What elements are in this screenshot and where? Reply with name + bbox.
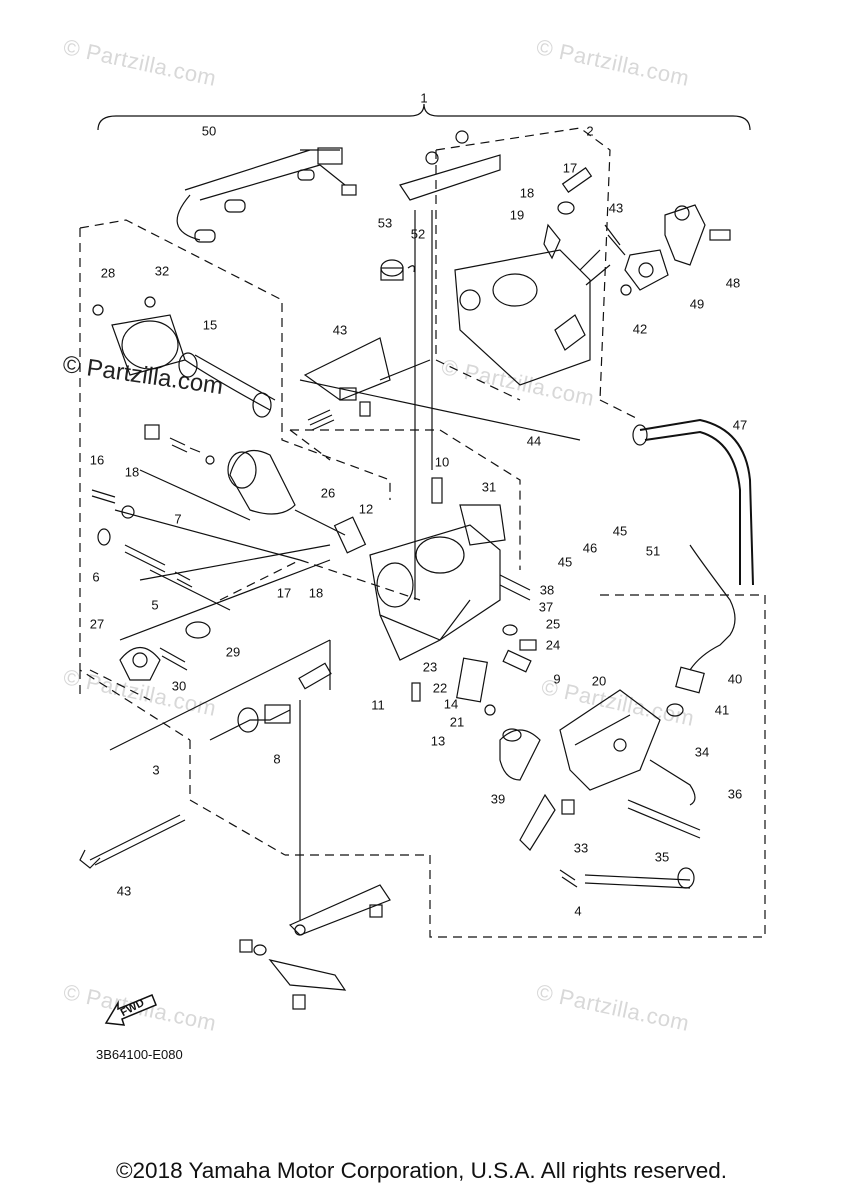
callout-label: 18 [308, 585, 324, 601]
copyright-notice: ©2018 Yamaha Motor Corporation, U.S.A. A… [115, 1158, 728, 1183]
callout-label: 1 [420, 90, 428, 106]
callout-label: 20 [591, 673, 607, 689]
callout-label: 15 [202, 317, 218, 333]
dashed-outline-bottom-left [79, 670, 286, 856]
callout-label: 18 [519, 185, 535, 201]
callout-label: 4 [574, 903, 582, 919]
forward-direction-indicator: FWD [104, 993, 158, 1029]
callout-label: 16 [89, 452, 105, 468]
dashed-outline-right [285, 594, 766, 938]
callout-label: 25 [545, 616, 561, 632]
callout-label: 30 [171, 678, 187, 694]
callout-label: 43 [116, 883, 132, 899]
callout-label: 7 [174, 511, 182, 527]
sensor-module [519, 689, 701, 889]
callout-label: 21 [449, 714, 465, 730]
callout-label: 48 [725, 275, 741, 291]
callout-label: 37 [538, 599, 554, 615]
spring-group [303, 337, 391, 431]
callout-label: 24 [545, 637, 561, 653]
callout-label: 23 [422, 659, 438, 675]
throttle-body-upper [380, 130, 731, 386]
bottom-bracket [239, 884, 391, 1010]
callout-label: 53 [377, 215, 393, 231]
callout-label: 34 [694, 744, 710, 760]
callout-label: 31 [481, 479, 497, 495]
callout-label: 19 [509, 207, 525, 223]
wire-harness [176, 147, 357, 243]
throttle-body-main [298, 477, 541, 781]
callout-label: 49 [689, 296, 705, 312]
forward-arrow-icon [104, 994, 157, 1026]
callout-label: 17 [562, 160, 578, 176]
drawing-code: 3B64100-E080 [96, 1047, 183, 1062]
pipe [689, 544, 736, 671]
callout-label: 40 [727, 671, 743, 687]
callout-label: 22 [432, 680, 448, 696]
callout-label: 27 [89, 616, 105, 632]
callout-label: 29 [225, 644, 241, 660]
callout-label: 35 [654, 849, 670, 865]
callout-label: 14 [443, 696, 459, 712]
dashed-outline-center [289, 429, 521, 570]
assembly-line-vertical [299, 210, 433, 920]
callout-label: 2 [586, 123, 594, 139]
dashed-outline-left [79, 219, 391, 741]
callout-label: 13 [430, 733, 446, 749]
callout-label: 44 [526, 433, 542, 449]
callout-label: 26 [320, 485, 336, 501]
callout-label: 5 [151, 597, 159, 613]
assembly-line-left [114, 469, 301, 611]
callout-label: 6 [92, 569, 100, 585]
diaphragm-housing [92, 296, 346, 536]
callout-label: 50 [201, 123, 217, 139]
dashed-link-center [219, 559, 421, 601]
callout-label: 18 [124, 464, 140, 480]
callout-label: 28 [100, 265, 116, 281]
callout-label: 47 [732, 417, 748, 433]
callout-label: 10 [434, 454, 450, 470]
callout-label: 43 [332, 322, 348, 338]
assembly-line-diagonal [109, 359, 581, 751]
callout-label: 45 [557, 554, 573, 570]
callout-label: 32 [154, 263, 170, 279]
callout-label: 9 [553, 671, 561, 687]
callout-label: 17 [276, 585, 292, 601]
callout-label: 52 [410, 226, 426, 242]
callout-label: 42 [632, 321, 648, 337]
left-parts [79, 489, 291, 869]
callout-label: 12 [358, 501, 374, 517]
callout-label: 39 [490, 791, 506, 807]
callout-label: 43 [608, 200, 624, 216]
dashed-outline-top [435, 127, 641, 421]
callout-label: 8 [273, 751, 281, 767]
group-brace [97, 103, 751, 131]
callout-label: 41 [714, 702, 730, 718]
hose [639, 418, 754, 586]
callout-label: 36 [727, 786, 743, 802]
callout-label: 3 [152, 762, 160, 778]
callout-label: 51 [645, 543, 661, 559]
callout-label: 45 [612, 523, 628, 539]
callout-label: 38 [539, 582, 555, 598]
hose [644, 430, 741, 585]
callout-label: 11 [371, 697, 385, 713]
callout-label: 46 [582, 540, 598, 556]
callout-label: 33 [573, 840, 589, 856]
